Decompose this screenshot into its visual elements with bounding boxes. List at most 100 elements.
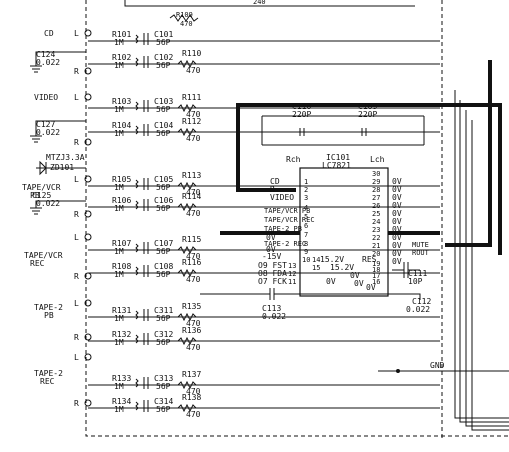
- row-cap-value-8: 56P: [156, 314, 171, 323]
- row-series-label-3: R112: [182, 117, 201, 126]
- row-cap-value-0: 56P: [156, 38, 171, 47]
- ic-rpin-0v-10: 0V: [392, 249, 402, 258]
- row-cap-value-1: 56P: [156, 61, 171, 70]
- ic-num-22: 22: [372, 234, 380, 242]
- input-l-video: L: [74, 93, 79, 102]
- ic-ref: IC101: [326, 153, 350, 162]
- row-cap-label-1: C102: [154, 53, 173, 62]
- ic-rpin-0v-11: 0V: [392, 257, 402, 266]
- row-series-resistor-9: [177, 336, 197, 346]
- ic-num-20: 20: [372, 250, 380, 258]
- row-res-value-11: 1M: [114, 405, 124, 414]
- row-cap-value-11: 56P: [156, 405, 171, 414]
- row-res-label-7: R108: [112, 262, 131, 271]
- c111-value: 10P: [408, 277, 423, 286]
- row-cap-value-5: 56P: [156, 204, 171, 213]
- row-cap-symbol-7: [143, 265, 149, 277]
- zener-part: MTZJ3.3A: [46, 153, 85, 162]
- input-sub-tapevcr-rec: REC: [30, 259, 45, 268]
- row-cap-symbol-0: [143, 33, 149, 45]
- row-cap-label-7: C108: [154, 262, 173, 271]
- ic-pin-tapevcr-rec: TAPE/VCR REC: [264, 216, 315, 224]
- ic-num-24: 24: [372, 218, 380, 226]
- r109-value: 470: [180, 20, 193, 28]
- bus-thin-4: [471, 120, 509, 431]
- row-series-label-10: R137: [182, 370, 201, 379]
- input-r-video: R: [74, 138, 79, 147]
- bus-thin-1: [454, 90, 509, 419]
- c124-value: 0.022: [36, 58, 60, 67]
- row-cap-symbol-9: [143, 333, 149, 345]
- row-res-value-4: 1M: [114, 183, 124, 192]
- input-label-tapevcr-rec: TAPE/VCR: [24, 251, 63, 260]
- ic-pin-tapevcr-pb: TAPE/VCR PB: [264, 207, 310, 215]
- bus-thin-3: [465, 110, 509, 427]
- input-r-tapevcr-rec: R: [74, 272, 79, 281]
- input-label-video: VIDEO: [34, 93, 58, 102]
- row-cap-label-11: C314: [154, 397, 173, 406]
- row-cap-label-10: C313: [154, 374, 173, 383]
- row-res-value-0: 1M: [114, 38, 124, 47]
- row-series-resistor-1: [177, 59, 197, 69]
- row-res-value-5: 1M: [114, 204, 124, 213]
- row-res-label-4: R105: [112, 175, 131, 184]
- row-cap-symbol-11: [143, 400, 149, 412]
- ic-mute: MUTE: [412, 241, 429, 249]
- ic-pin-tape2-pb: TAPE-2 PB: [264, 225, 302, 233]
- row-resistor-symbol-3: [135, 125, 139, 135]
- ic-lpin-0v-d: 0V: [354, 279, 364, 288]
- c125-ground-icon: [30, 200, 86, 215]
- row-series-resistor-2: [177, 103, 197, 113]
- bus-thick-3: [445, 60, 492, 247]
- row-res-label-5: R106: [112, 196, 131, 205]
- ic-right-pins: 0V 0V 0V 0V 0V 0V 0V 0V 0V 0V 0V: [392, 177, 402, 266]
- row-resistor-symbol-2: [135, 101, 139, 111]
- coupling-cap-c127: C127 0.022: [30, 120, 86, 143]
- row-res-value-2: 1M: [114, 105, 124, 114]
- ic-lpin-0v-e: 0V: [326, 277, 336, 286]
- ic-rch: Rch: [286, 155, 301, 164]
- row-series-value-2: 470: [186, 110, 201, 119]
- c125-value: 0.022: [36, 199, 60, 208]
- row-series-value-6: 470: [186, 252, 201, 261]
- jack-cd-l: [84, 29, 92, 37]
- row-series-resistor-7: [177, 268, 197, 278]
- input-sub-tape2-pb: PB: [44, 311, 54, 320]
- input-sub-tapevcr-pb: PB: [30, 191, 40, 200]
- row-res-value-9: 1M: [114, 338, 124, 347]
- ic-rpin-0v-5: 0V: [392, 209, 402, 218]
- c127-ground-icon: [30, 120, 86, 143]
- ic-num-21: 21: [372, 242, 380, 250]
- ic-pin-0v-a: 0V: [266, 233, 276, 242]
- row-cap-label-9: C312: [154, 330, 173, 339]
- row-series-resistor-6: [177, 245, 197, 255]
- jack-tapevcr-pb-l: [84, 175, 92, 183]
- c109-value: 220P: [358, 110, 377, 119]
- ic-num-9: 9: [304, 248, 308, 256]
- ic-num-4: 4: [304, 204, 308, 212]
- c112-value: 0.022: [406, 305, 430, 314]
- ic-num-18: 18: [372, 266, 380, 274]
- ic-lpin-fck: O7 FCK: [258, 277, 287, 286]
- zener-diode-icon: [36, 160, 86, 176]
- row-cap-label-2: C103: [154, 97, 173, 106]
- input-l-tape2-rec: L: [74, 353, 79, 362]
- row-res-label-9: R132: [112, 330, 131, 339]
- row-cap-label-8: C311: [154, 306, 173, 315]
- row-resistor-symbol-9: [135, 334, 139, 344]
- row-cap-value-3: 56P: [156, 129, 171, 138]
- ic-rpin-0v-2: 0V: [392, 185, 402, 194]
- ic-num-7: 7: [304, 231, 308, 239]
- row-cap-value-9: 56P: [156, 338, 171, 347]
- row-series-resistor-10: [177, 380, 197, 390]
- ic-pin-r: R: [270, 185, 275, 194]
- row-cap-symbol-4: [143, 178, 149, 190]
- jack-tapevcr-pb-r: [84, 210, 92, 218]
- ic-pin-tape2-rec: TAPE-2 REC: [264, 240, 306, 248]
- cap-c111-symbol: [392, 262, 420, 278]
- row-resistor-symbol-8: [135, 310, 139, 320]
- bus-thick-1: [236, 103, 502, 255]
- row-res-label-11: R134: [112, 397, 131, 406]
- row-series-value-9: 470: [186, 343, 201, 352]
- row-resistor-symbol-5: [135, 200, 139, 210]
